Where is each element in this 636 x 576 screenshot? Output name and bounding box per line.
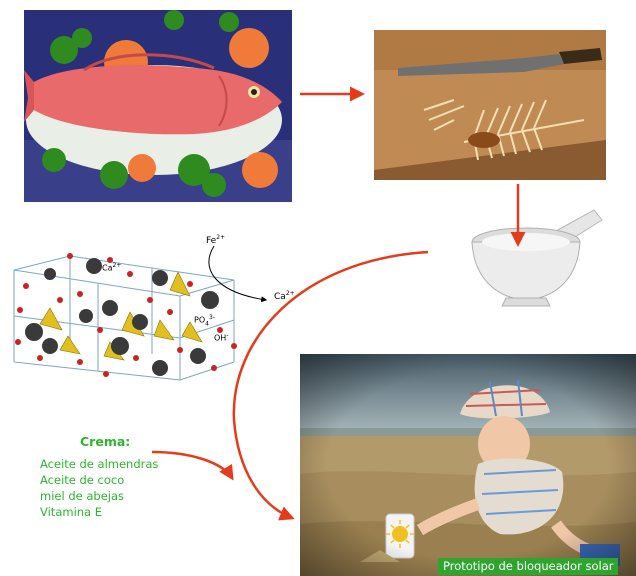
fish-bones-photo xyxy=(374,30,606,180)
hydroxide-label: OH- xyxy=(214,332,229,343)
ingredient-item: Vitamina E xyxy=(40,505,103,519)
hydroxyapatite-crystal-structure xyxy=(10,250,238,382)
child-on-beach-photo xyxy=(300,354,636,576)
prototype-label: Prototipo de bloqueador solar xyxy=(438,558,619,575)
ingredient-item: miel de abejas xyxy=(40,489,125,503)
fish-photo xyxy=(24,10,292,202)
fe-ion-label: Fe2+ xyxy=(206,234,226,246)
ca-ion-out-label: Ca2+ xyxy=(274,290,295,302)
ca-ion-in-label: Ca2+ xyxy=(102,262,122,273)
crema-title: Crema: xyxy=(80,434,131,449)
ingredient-item: Aceite de almendras xyxy=(40,457,159,471)
ingredient-item: Aceite de coco xyxy=(40,473,125,487)
mortar-pestle-photo xyxy=(466,200,606,308)
crema-ingredients: Crema: Aceite de almendras Aceite de coc… xyxy=(40,434,220,520)
phosphate-label: PO43- xyxy=(194,314,215,328)
